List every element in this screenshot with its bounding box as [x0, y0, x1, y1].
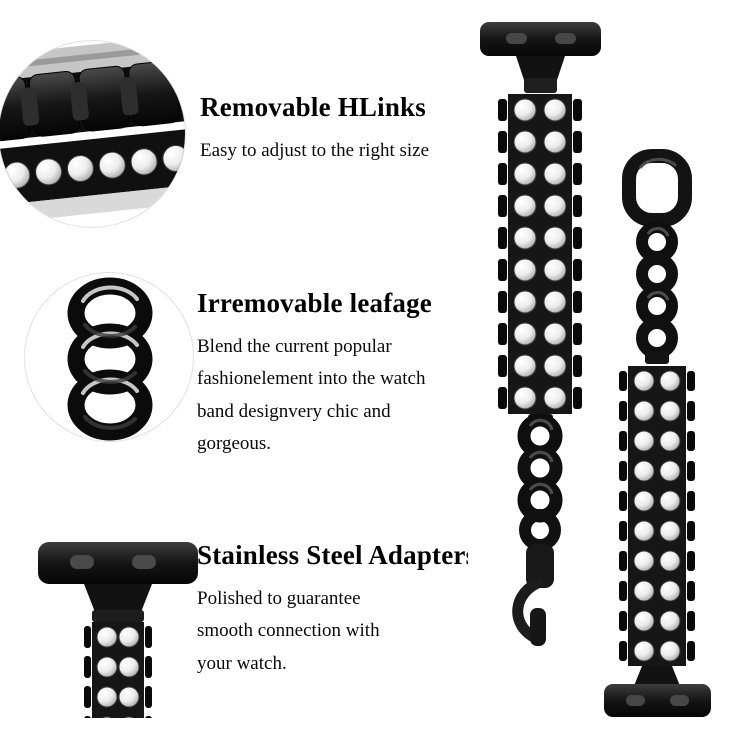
band-back-photo — [600, 146, 715, 746]
feature-desc-hlinks: Easy to adjust to the right size — [200, 140, 430, 162]
feature-block-adapters: Stainless Steel Adapters Polished to gua… — [197, 540, 497, 680]
adapter-closeup-photo — [28, 526, 208, 722]
band-back-drawing — [604, 149, 711, 717]
adapter-closeup-drawing — [38, 542, 198, 718]
feature-desc-leafage: Blend the current popular fashionelement… — [197, 336, 426, 454]
feature-title-hlinks: Removable HLinks — [200, 92, 426, 122]
feature-desc-adapters: Polished to guarantee smooth connection … — [197, 588, 380, 674]
feature-block-hlinks: Removable HLinks Easy to adjust to the r… — [200, 92, 510, 167]
feature-title-leafage: Irremovable leafage — [197, 288, 432, 318]
feature-title-adapters: Stainless Steel Adapters — [197, 540, 477, 570]
leafage-closeup-photo — [24, 272, 194, 442]
hlinks-closeup-drawing — [0, 41, 185, 226]
band-front-photo — [468, 16, 613, 648]
hlinks-closeup-photo — [0, 40, 186, 228]
leafage-closeup-drawing — [67, 277, 153, 441]
feature-block-leafage: Irremovable leafage Blend the current po… — [197, 288, 449, 460]
band-front-drawing — [480, 22, 601, 646]
